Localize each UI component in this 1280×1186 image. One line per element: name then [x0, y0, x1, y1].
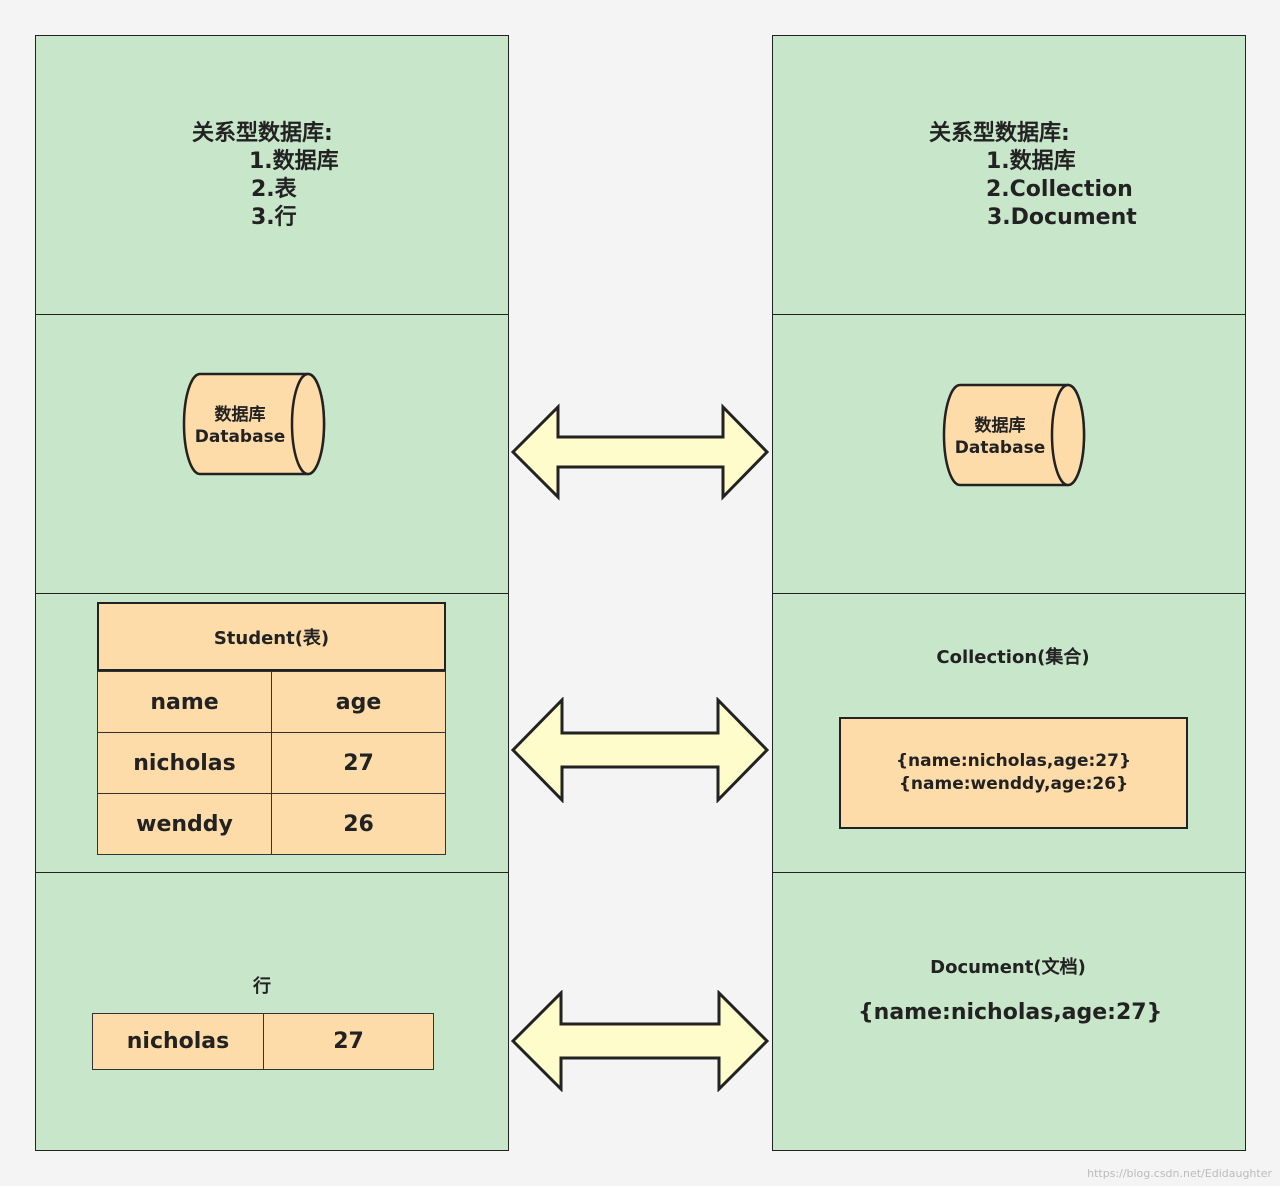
left-row-panel	[35, 872, 509, 1151]
left-heading-title: 关系型数据库:	[192, 121, 333, 146]
table-header-name: name	[97, 671, 272, 733]
table-cell-r2-age: 26	[271, 793, 446, 855]
right-heading-item-3: 3.Document	[987, 205, 1137, 230]
table-caption: Student(表)	[97, 602, 446, 671]
left-heading-item-2: 2.表	[251, 177, 297, 202]
table-cell-r1-age: 27	[271, 732, 446, 794]
document-label: Document(文档)	[930, 957, 1086, 978]
double-arrow-database-icon	[510, 403, 770, 501]
left-heading-item-3: 3.行	[251, 205, 297, 230]
collection-doc-2: {name:wenddy,age:26}	[898, 774, 1129, 794]
right-document-panel	[772, 872, 1246, 1151]
left-database-cylinder-icon	[182, 372, 326, 476]
table-header-age: age	[271, 671, 446, 733]
right-heading: 关系型数据库: 1.数据库 2.Collection 3.Document	[773, 120, 1245, 232]
double-arrow-document-icon	[510, 990, 770, 1092]
right-database-label-cn: 数据库	[974, 416, 1026, 436]
collection-doc-1: {name:nicholas,age:27}	[895, 751, 1132, 771]
right-database-label: 数据库 Database	[940, 415, 1060, 459]
left-database-label: 数据库 Database	[180, 404, 300, 448]
row-cell-age: 27	[263, 1013, 434, 1070]
collection-label: Collection(集合)	[936, 647, 1090, 668]
right-heading-panel: 关系型数据库: 1.数据库 2.Collection 3.Document	[772, 35, 1246, 315]
left-database-label-en: Database	[194, 427, 286, 447]
watermark: https://blog.csdn.net/Edidaughter	[1087, 1167, 1272, 1180]
left-database-label-cn: 数据库	[214, 405, 266, 425]
left-heading-panel: 关系型数据库: 1.数据库 2.表 3.行	[35, 35, 509, 315]
left-heading: 关系型数据库: 1.数据库 2.表 3.行	[36, 120, 508, 232]
double-arrow-collection-icon	[510, 697, 770, 803]
left-heading-item-1: 1.数据库	[249, 149, 339, 174]
table-cell-r1-name: nicholas	[97, 732, 272, 794]
right-heading-title: 关系型数据库:	[929, 121, 1070, 146]
row-label: 行	[253, 976, 271, 997]
row-cell-name: nicholas	[92, 1013, 264, 1070]
right-database-cylinder-icon	[942, 383, 1086, 487]
right-heading-item-2: 2.Collection	[986, 177, 1133, 202]
collection-box: {name:nicholas,age:27} {name:wenddy,age:…	[839, 717, 1188, 829]
right-heading-item-1: 1.数据库	[986, 149, 1076, 174]
table-cell-r2-name: wenddy	[97, 793, 272, 855]
document-content: {name:nicholas,age:27}	[858, 1000, 1163, 1025]
right-database-label-en: Database	[954, 438, 1046, 458]
